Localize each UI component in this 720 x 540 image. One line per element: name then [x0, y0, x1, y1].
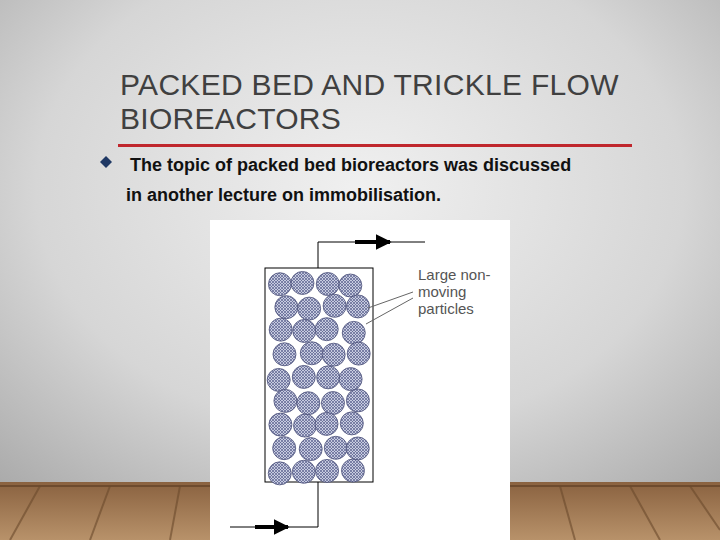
- particle: [339, 368, 362, 391]
- particle: [323, 294, 346, 317]
- particle: [273, 437, 296, 460]
- particle: [275, 296, 298, 319]
- particle: [342, 321, 365, 344]
- outlet-pipe: [318, 242, 425, 268]
- slide-title: PACKED BED AND TRICKLE FLOW BIOREACTORS: [120, 68, 640, 136]
- particle: [293, 319, 316, 342]
- particle: [292, 460, 315, 483]
- particle: [324, 436, 347, 459]
- particle: [269, 318, 292, 341]
- particle: [299, 438, 322, 461]
- particle: [322, 343, 345, 366]
- particle: [294, 414, 317, 437]
- figure-panel: [210, 220, 510, 540]
- particle: [347, 342, 370, 365]
- callout-label: Large non-moving particles: [418, 266, 510, 317]
- particle: [346, 389, 369, 412]
- particle: [268, 273, 291, 296]
- particle: [321, 392, 344, 415]
- bullet-diamond: [100, 156, 112, 168]
- particle: [269, 413, 292, 436]
- leader-line: [366, 292, 413, 324]
- particle: [339, 274, 362, 297]
- particle: [267, 368, 290, 391]
- particle: [273, 343, 296, 366]
- particle: [292, 365, 315, 388]
- particle: [346, 295, 369, 318]
- particle: [297, 392, 320, 415]
- particle: [317, 366, 340, 389]
- bullet-text: The topic of packed bed bioreactors was …: [126, 150, 588, 210]
- particle: [341, 459, 364, 482]
- particle: [291, 271, 314, 294]
- packed-bed-column: [265, 268, 373, 485]
- particle: [274, 389, 297, 412]
- particle: [316, 459, 339, 482]
- particle: [340, 412, 363, 435]
- inlet-pipe: [230, 482, 318, 527]
- particle: [346, 437, 369, 460]
- particle: [315, 412, 338, 435]
- title-rule: [118, 144, 632, 147]
- particle: [268, 462, 291, 485]
- particle: [298, 297, 321, 320]
- particle: [300, 342, 323, 365]
- particle: [316, 273, 339, 296]
- particle: [315, 318, 338, 341]
